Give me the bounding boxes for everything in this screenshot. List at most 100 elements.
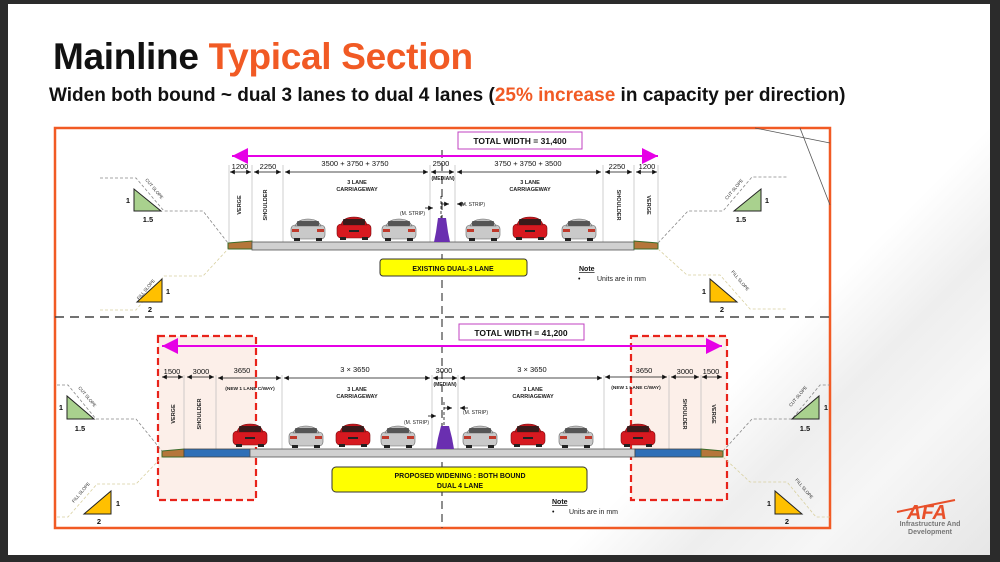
- existing-m-strip-left: (M. STRIP): [400, 211, 425, 217]
- proposed-carriageway-label-left-1: 3 LANE: [347, 387, 367, 393]
- proposed-fill-rise-left: 1: [116, 499, 120, 508]
- existing-median-label: (MEDIAN): [431, 176, 454, 182]
- proposed-dim-median: 3000: [436, 366, 453, 375]
- existing-note-title: Note: [579, 266, 595, 273]
- existing-fill-triangle-right: [709, 277, 739, 303]
- page-title: Mainline Typical Section: [53, 36, 473, 78]
- proposed-median-label: (MEDIAN): [433, 382, 456, 388]
- proposed-cut-slope-right: [722, 384, 830, 452]
- existing-fill-run-left: 2: [148, 305, 152, 314]
- existing-fill-triangle-left: [135, 277, 163, 303]
- proposed-new-pavement-left: [183, 448, 251, 458]
- proposed-verge-left: [161, 448, 185, 458]
- existing-carriageway-label-right-1: 3 LANE: [520, 180, 540, 186]
- proposed-section: TOTAL WIDTH = 41,200 1500 3000 3650 3 × …: [57, 323, 830, 526]
- proposed-cut-rise-right: 1: [824, 403, 828, 412]
- existing-verge-label-right: VERGE: [645, 195, 651, 215]
- existing-cut-run-right: 1.5: [736, 215, 746, 224]
- existing-carriageway-label-left-1: 3 LANE: [347, 180, 367, 186]
- existing-car-1: [290, 218, 326, 242]
- existing-cut-triangle-right: [732, 187, 762, 212]
- existing-verge-right: [633, 240, 659, 250]
- proposed-cut-triangle-left: [66, 394, 96, 420]
- proposed-total-width: TOTAL WIDTH = 41,200: [474, 328, 568, 338]
- existing-car-2: [336, 216, 372, 241]
- existing-dim-carriageway-left: 3500 + 3750 + 3750: [321, 159, 388, 168]
- existing-total-width: TOTAL WIDTH = 31,400: [473, 136, 567, 146]
- proposed-m-strip-left: (M. STRIP): [404, 420, 429, 426]
- company-logo: Infrastructure And Development: [890, 497, 970, 537]
- existing-median-barrier: [434, 218, 450, 242]
- existing-cut-label-left: CUT SLOPE: [144, 177, 164, 200]
- proposed-car-6: [510, 423, 546, 448]
- proposed-new-lane-label-left: (NEW 1 LANE C/WAY): [225, 386, 275, 392]
- proposed-shoulder-label-left: SHOULDER: [197, 399, 203, 430]
- proposed-dim-verge-right: 1500: [703, 367, 720, 376]
- existing-cut-triangle-left: [133, 187, 163, 212]
- proposed-car-2: [288, 425, 324, 449]
- proposed-dim-carriageway-left: 3 × 3650: [340, 365, 369, 374]
- proposed-cut-label-left: CUT SLOPE: [77, 385, 97, 408]
- proposed-note-title: Note: [552, 499, 568, 506]
- proposed-carriageway-label-right-1: 3 LANE: [523, 387, 543, 393]
- existing-car-3: [381, 218, 417, 242]
- proposed-dim-new-lane-left: 3650: [234, 366, 251, 375]
- widening-zone-left: [156, 334, 258, 502]
- existing-pavement: [251, 241, 635, 251]
- existing-dim-verge-left: 1200: [232, 162, 249, 171]
- proposed-carriageway-label-left-2: CARRIAGEWAY: [336, 394, 378, 400]
- proposed-carriageway-label-right-2: CARRIAGEWAY: [512, 394, 554, 400]
- existing-fill-label-right: FILL SLOPE: [730, 269, 750, 291]
- existing-cut-slope-right: [657, 176, 788, 244]
- proposed-cut-run-right: 1.5: [800, 424, 810, 433]
- proposed-fill-label-right: FILL SLOPE: [794, 477, 814, 499]
- proposed-median-barrier: [436, 426, 454, 449]
- proposed-cut-slope-left: [57, 384, 163, 452]
- existing-dim-shoulder-left: 2250: [260, 162, 277, 171]
- existing-shoulder-label-left: SHOULDER: [263, 190, 269, 221]
- title-main: Mainline: [53, 36, 209, 77]
- proposed-car-3: [335, 423, 371, 448]
- existing-car-6: [561, 218, 597, 242]
- existing-dim-verge-right: 1200: [639, 162, 656, 171]
- proposed-existing-pavement: [249, 448, 636, 458]
- existing-fill-slope-left: [100, 248, 229, 311]
- proposed-verge-label-left: VERGE: [171, 404, 177, 424]
- existing-fill-run-right: 2: [720, 305, 724, 314]
- existing-carriageway-label-right-2: CARRIAGEWAY: [509, 187, 551, 193]
- logo-line1: Infrastructure And: [899, 521, 961, 528]
- subtitle-pre: Widen both bound ~ dual 3 lanes to dual …: [49, 85, 495, 106]
- proposed-fill-triangle-left: [82, 489, 112, 515]
- proposed-fill-run-left: 2: [97, 517, 101, 526]
- proposed-verge-label-right: VERGE: [710, 404, 716, 424]
- existing-carriageway-label-left-2: CARRIAGEWAY: [336, 187, 378, 193]
- proposed-new-lane-label-right: (NEW 1 LANE C/WAY): [611, 385, 661, 391]
- proposed-shoulder-label-right: SHOULDER: [681, 399, 687, 430]
- existing-verge-label-left: VERGE: [237, 195, 243, 215]
- logo-line2: Development: [908, 529, 952, 536]
- proposed-caption-box: [331, 466, 588, 493]
- proposed-dim-verge-left: 1500: [164, 367, 181, 376]
- existing-caption-box: [379, 258, 528, 277]
- existing-shoulder-label-right: SHOULDER: [615, 190, 621, 221]
- proposed-fill-run-right: 2: [785, 517, 789, 526]
- existing-cut-rise-right: 1: [765, 196, 769, 205]
- proposed-cut-run-left: 1.5: [75, 424, 85, 433]
- existing-m-strip-right: (M. STRIP): [460, 202, 485, 208]
- widening-zone-right: [629, 334, 729, 502]
- corner-line: [799, 127, 831, 206]
- proposed-cut-label-right: CUT SLOPE: [788, 385, 808, 408]
- existing-dim-carriageway-right: 3750 + 3750 + 3500: [494, 159, 561, 168]
- existing-car-4: [465, 218, 501, 242]
- existing-cut-rise-left: 1: [126, 196, 130, 205]
- existing-caption: EXISTING DUAL-3 LANE: [412, 266, 494, 273]
- proposed-cut-rise-left: 1: [59, 403, 63, 412]
- title-accent: Typical Section: [208, 36, 473, 77]
- proposed-dim-new-lane-right: 3650: [636, 366, 653, 375]
- proposed-m-strip-right: (M. STRIP): [463, 410, 488, 416]
- existing-dim-shoulder-right: 2250: [609, 162, 626, 171]
- proposed-caption-line1: PROPOSED WIDENING : BOTH BOUND: [394, 473, 525, 480]
- proposed-dim-carriageway-right: 3 × 3650: [517, 365, 546, 374]
- proposed-dim-shoulder-left: 3000: [193, 367, 210, 376]
